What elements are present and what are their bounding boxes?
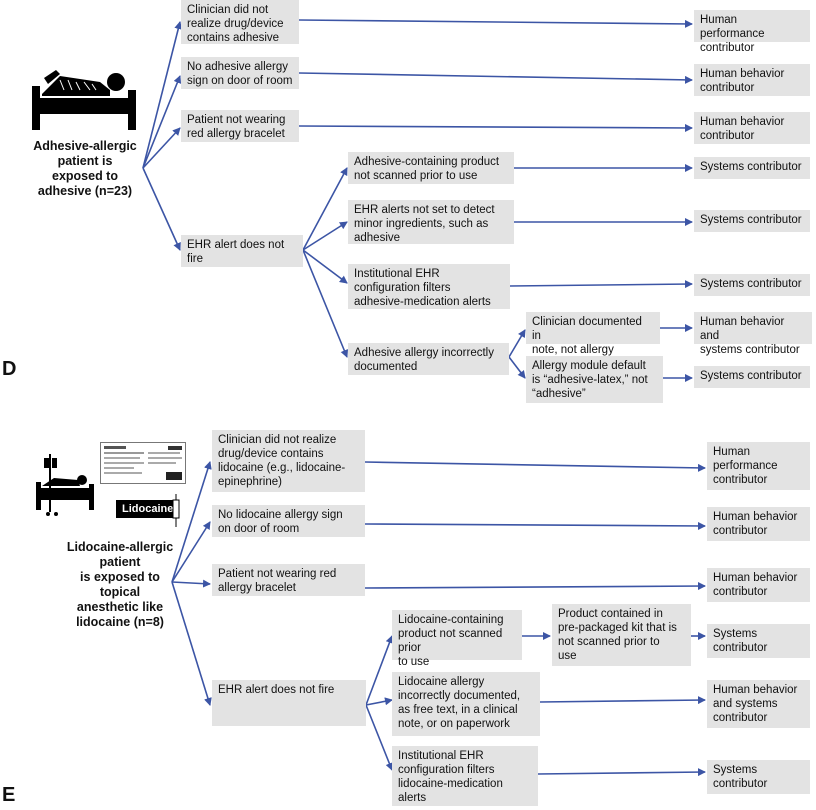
hospital-bed-iv-icon bbox=[36, 454, 94, 516]
e-contributor-2: Human behavior contributor bbox=[707, 507, 810, 541]
d-contributor-2: Human behavior contributor bbox=[694, 64, 810, 96]
d-contributor-6: Systems contributor bbox=[694, 274, 810, 296]
d-ehr-sub-1: Adhesive-containing product not scanned … bbox=[348, 152, 514, 184]
e-cause-2: No lidocaine allergy sign on door of roo… bbox=[212, 505, 365, 537]
e-contributor-5: Human behavior and systems contributor bbox=[707, 680, 810, 728]
product-package-icon bbox=[100, 442, 186, 484]
d-cause-2: No adhesive allergy sign on door of room bbox=[181, 57, 299, 89]
syringe-icon bbox=[172, 494, 180, 527]
e-kit-subcause: Product contained in pre-packaged kit th… bbox=[552, 604, 691, 666]
e-cause-3: Patient not wearing red allergy bracelet bbox=[212, 564, 365, 596]
panel-d-letter: D bbox=[2, 358, 17, 380]
e-contributor-6: Systems contributor bbox=[707, 760, 810, 794]
patient-bed-icon bbox=[32, 70, 136, 130]
d-ehr-sub-4: Adhesive allergy incorrectly documented bbox=[348, 343, 509, 375]
d-contributor-3: Human behavior contributor bbox=[694, 112, 810, 144]
d-cause-ehr: EHR alert does not fire bbox=[181, 235, 303, 267]
d-contributor-1: Human performance contributor bbox=[694, 10, 810, 54]
d-contributor-5: Systems contributor bbox=[694, 210, 810, 232]
panel-e-root: Lidocaine-allergic patient is exposed to… bbox=[66, 540, 174, 629]
lidocaine-tag: Lidocaine bbox=[116, 500, 180, 518]
d-cause-1: Clinician did not realize drug/device co… bbox=[181, 0, 299, 44]
e-contributor-1: Human performance contributor bbox=[707, 442, 810, 490]
e-ehr-sub-3: Institutional EHR configuration filters … bbox=[392, 746, 538, 806]
e-contributor-4: Systems contributor bbox=[707, 624, 810, 658]
d-doc-sub-1: Clinician documented in note, not allerg… bbox=[526, 312, 660, 370]
e-cause-ehr: EHR alert does not fire bbox=[212, 680, 366, 726]
d-contributor-7: Human behavior and systems contributor bbox=[694, 312, 812, 356]
e-ehr-sub-1: Lidocaine-containing product not scanned… bbox=[392, 610, 522, 668]
d-doc-sub-2: Allergy module default is “adhesive-late… bbox=[526, 356, 663, 403]
e-cause-1: Clinician did not realize drug/device co… bbox=[212, 430, 365, 492]
d-contributor-4: Systems contributor bbox=[694, 157, 810, 179]
e-ehr-sub-2: Lidocaine allergy incorrectly documented… bbox=[392, 672, 540, 736]
panel-e-letter: E bbox=[2, 784, 16, 806]
d-ehr-sub-3: Institutional EHR configuration filters … bbox=[348, 264, 510, 309]
d-contributor-8: Systems contributor bbox=[694, 366, 810, 388]
panel-d-root: Adhesive-allergic patient is exposed to … bbox=[33, 139, 137, 198]
d-cause-3: Patient not wearing red allergy bracelet bbox=[181, 110, 299, 142]
d-ehr-sub-2: EHR alerts not set to detect minor ingre… bbox=[348, 200, 514, 244]
e-contributor-3: Human behavior contributor bbox=[707, 568, 810, 602]
